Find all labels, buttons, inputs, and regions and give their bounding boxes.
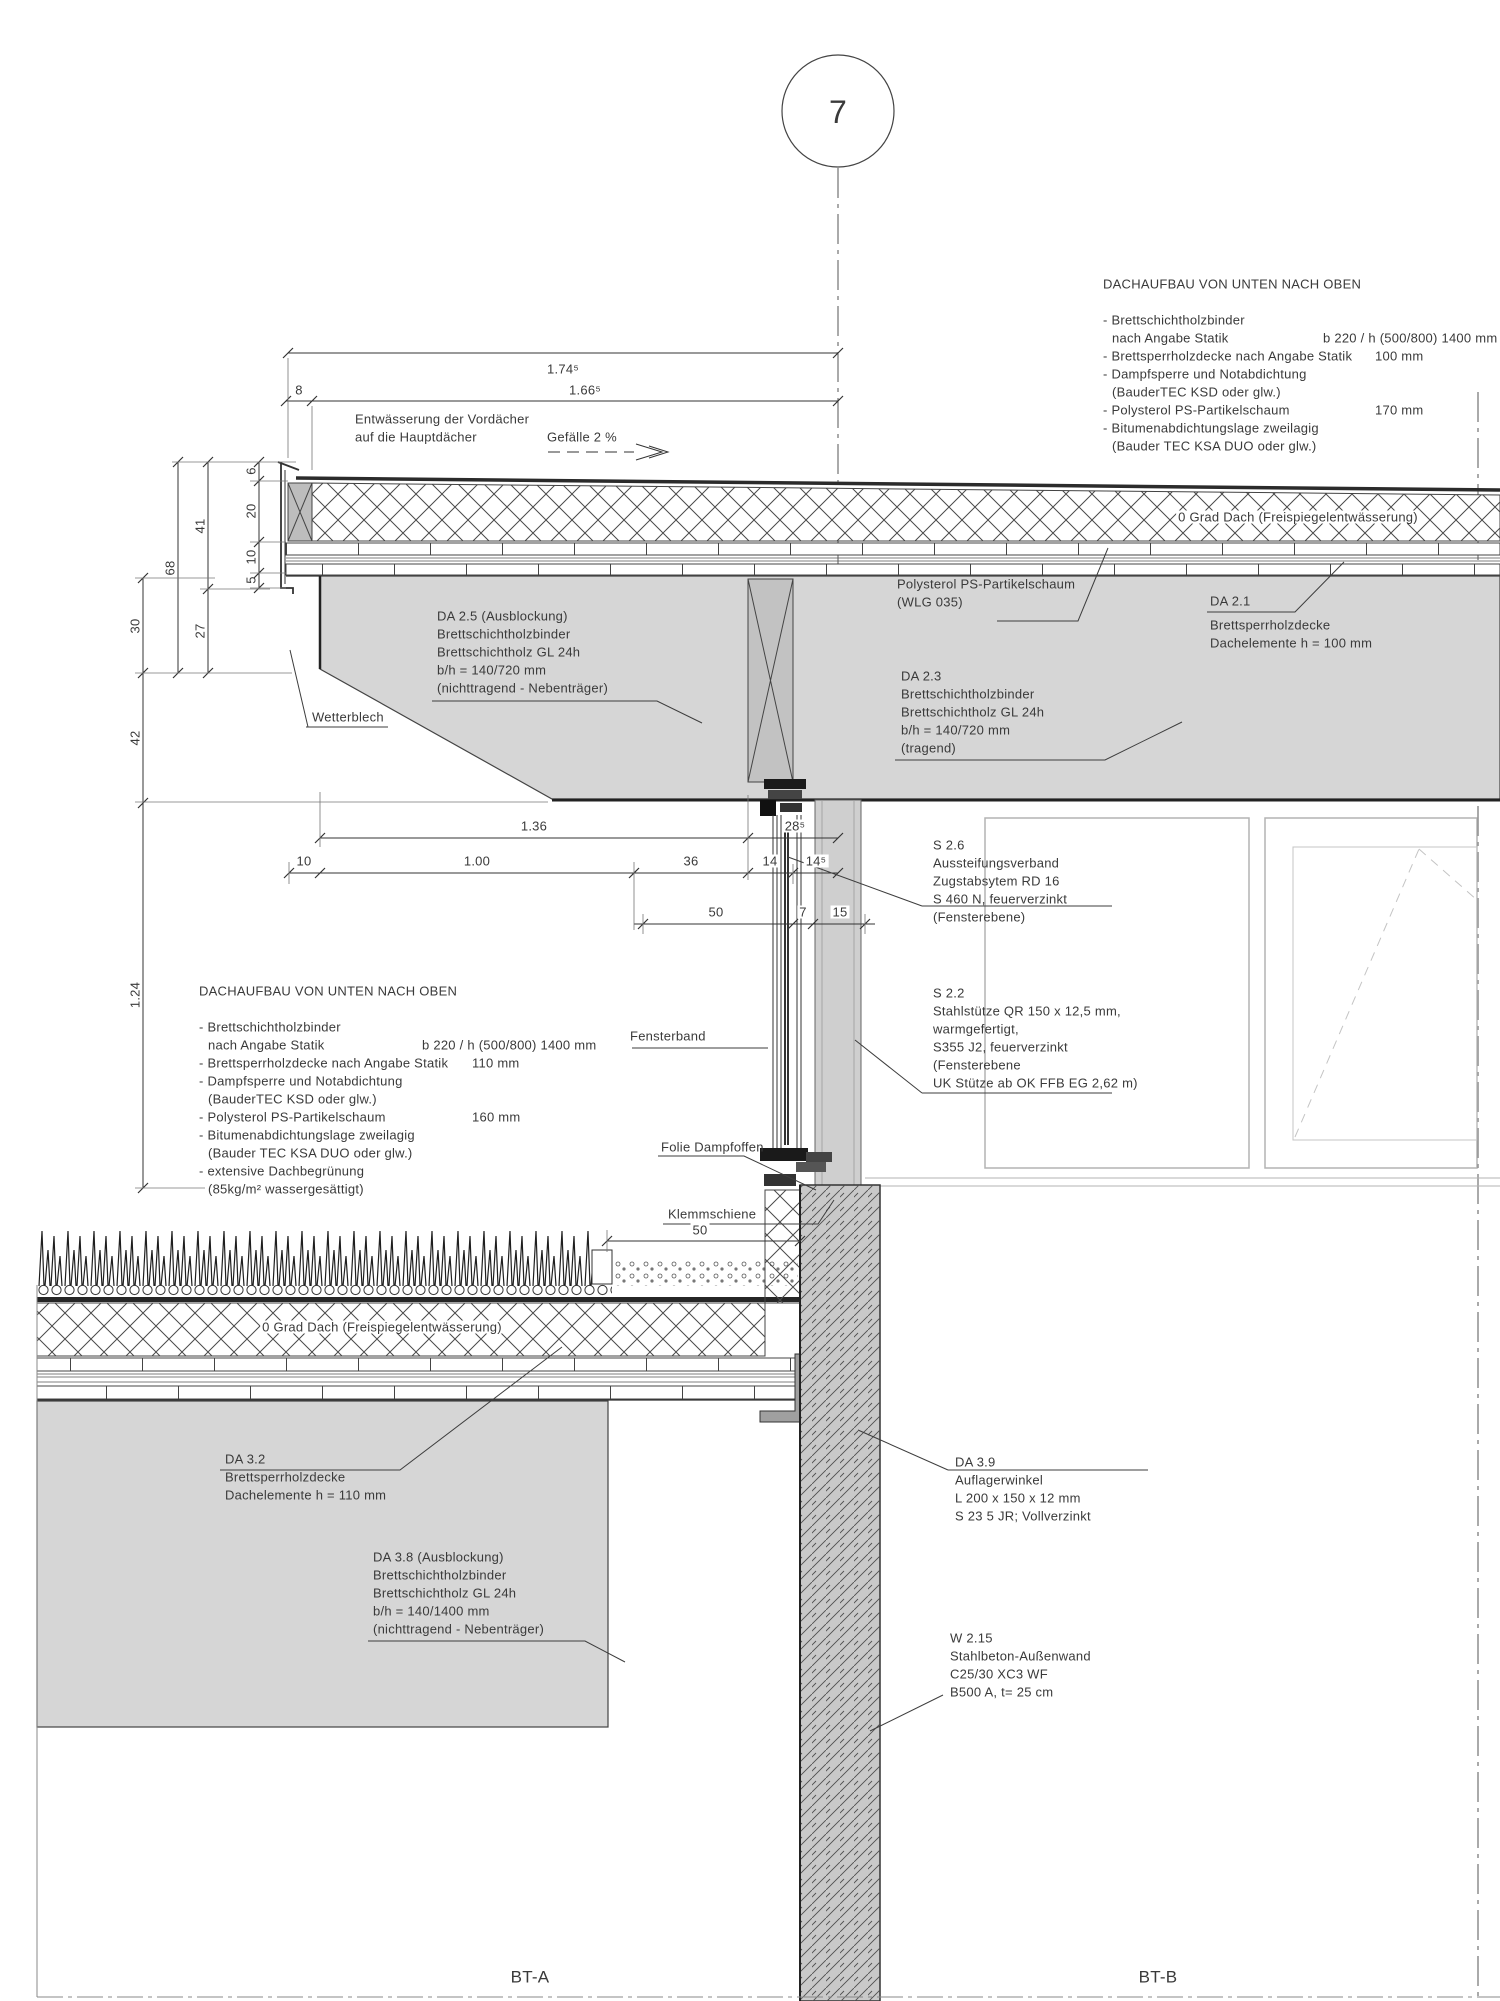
window-opening-symbol	[1294, 848, 1478, 1138]
window-band-section	[772, 815, 802, 1150]
lower-decking	[36, 1357, 798, 1401]
leader-lines	[220, 547, 1345, 1732]
bitumen-membrane	[37, 1297, 800, 1302]
drain-edge-profile	[591, 1249, 613, 1285]
concrete-wall	[799, 1184, 881, 2001]
extensive-greening	[37, 1226, 593, 1286]
roof-membrane-line	[295, 476, 1500, 492]
dimension-lines	[135, 347, 875, 1252]
wetterblech-profile	[277, 461, 300, 594]
interior-panels	[865, 817, 1500, 1187]
window-head-detail	[760, 779, 806, 816]
beam-da38	[36, 1400, 609, 1728]
steel-column	[814, 799, 862, 1191]
axis-lines	[837, 168, 1479, 2001]
insulation-upstand	[764, 1189, 806, 1304]
cut-edges	[36, 1285, 1500, 1998]
upper-decking	[285, 542, 1500, 577]
upper-roof	[277, 461, 1500, 594]
glulam-beam-mass	[318, 575, 1500, 816]
green-roof	[36, 1148, 832, 1401]
section-marker-circle	[781, 54, 895, 168]
